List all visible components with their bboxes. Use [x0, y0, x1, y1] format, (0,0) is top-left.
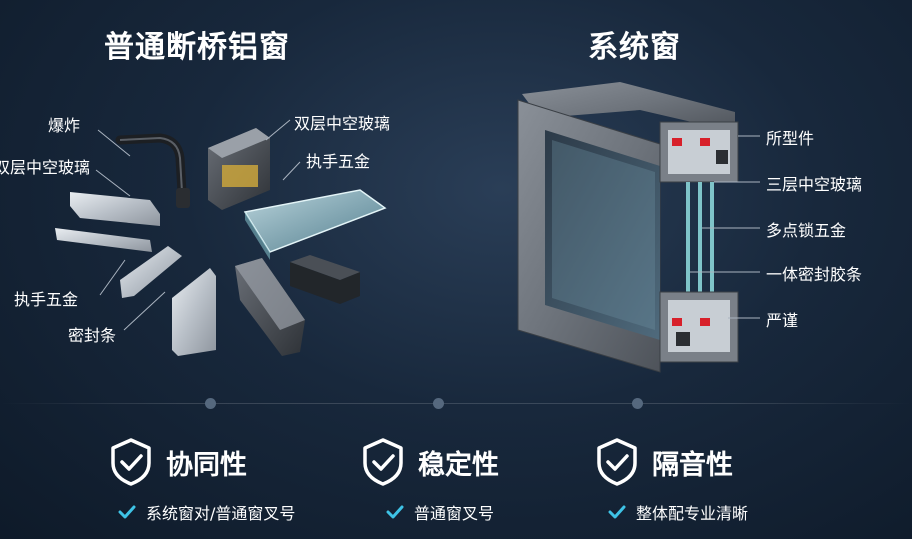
system-window — [517, 82, 760, 373]
feature-title: 稳定性 — [418, 449, 499, 481]
divider-dot — [205, 398, 216, 409]
label-double-glass-left: 双层中空玻璃 — [0, 158, 91, 177]
check-icon — [118, 505, 136, 519]
feature-sub-text: 整体配专业清晰 — [636, 504, 749, 523]
shield-check-icon — [111, 438, 151, 486]
label-multi-lock: 多点锁五金 — [766, 221, 847, 240]
feature-sub: 系统窗对/普通窗叉号 — [118, 500, 295, 524]
feature-soundproof: 隔音性 — [594, 435, 733, 489]
feature-stability: 稳定性 — [360, 435, 499, 489]
feature-sub-text: 系统窗对/普通窗叉号 — [146, 504, 296, 523]
label-profile: 所型件 — [766, 129, 815, 148]
label-explode: 爆炸 — [48, 116, 81, 135]
label-integrated-seal: 一体密封胶条 — [766, 265, 863, 284]
label-seal: 密封条 — [68, 326, 117, 345]
shield-check-icon — [363, 438, 403, 486]
feature-sub-text: 普通窗叉号 — [414, 504, 495, 523]
check-icon — [386, 505, 404, 519]
label-handle-right: 执手五金 — [306, 152, 371, 171]
right-title: 系统窗 — [588, 30, 681, 65]
feature-title: 协同性 — [166, 449, 247, 481]
left-title: 普通断桥铝窗 — [104, 30, 290, 65]
divider — [0, 403, 912, 404]
label-double-glass-right: 双层中空玻璃 — [294, 114, 391, 133]
feature-sub: 普通窗叉号 — [386, 500, 494, 524]
feature-sub: 整体配专业清晰 — [608, 500, 748, 524]
feature-synergy: 协同性 — [108, 435, 247, 489]
label-triple-glass: 三层中空玻璃 — [766, 175, 863, 194]
shield-check-icon — [597, 438, 637, 486]
divider-dot — [433, 398, 444, 409]
divider-dot — [632, 398, 643, 409]
label-strict: 严谨 — [766, 311, 799, 330]
feature-title: 隔音性 — [652, 449, 733, 481]
exploded-parts — [55, 119, 387, 356]
check-icon — [608, 505, 626, 519]
label-handle-left: 执手五金 — [14, 290, 79, 309]
